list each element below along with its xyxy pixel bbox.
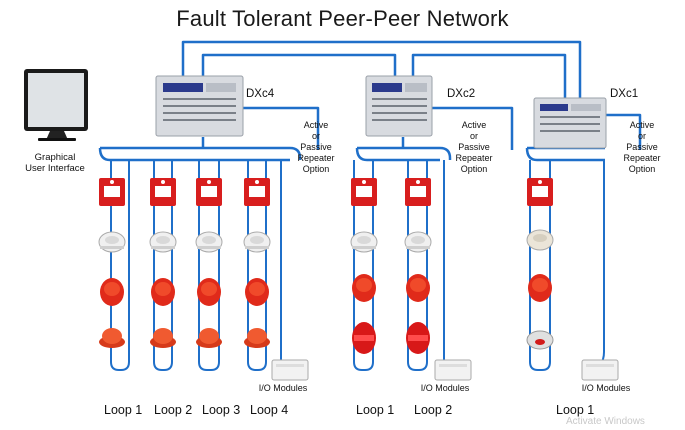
panel-label-dxc4: DXc4 [246, 88, 275, 100]
loop-label-dxc4-3: Loop 3 [202, 403, 241, 417]
watermark-text: Activate Windows [566, 416, 645, 427]
io-label-1: I/O Modules [258, 383, 308, 393]
devices-dxc4 [98, 178, 271, 348]
loop-label-dxc2-1: Loop 1 [356, 403, 395, 417]
loop-label-dxc4-2: Loop 2 [154, 403, 193, 417]
panel-dxc4 [155, 75, 244, 137]
panel-dxc2 [365, 75, 433, 137]
loop-label-dxc4-1: Loop 1 [104, 403, 143, 417]
loop-label-dxc1-1: Loop 1 [556, 403, 595, 417]
panel-label-dxc2: DXc2 [447, 88, 476, 100]
loop-label-dxc4-4: Loop 4 [250, 403, 289, 417]
io-label-3: I/O Modules [581, 383, 631, 393]
loop-label-dxc2-2: Loop 2 [414, 403, 453, 417]
panel-dxc1 [533, 97, 607, 149]
monitor-icon [24, 69, 88, 141]
io-label-2: I/O Modules [420, 383, 470, 393]
diagram-title: Fault Tolerant Peer-Peer Network [176, 6, 509, 31]
panel-label-dxc1: DXc1 [610, 88, 639, 100]
io-modules [271, 359, 619, 381]
devices-dxc2 [350, 178, 432, 354]
